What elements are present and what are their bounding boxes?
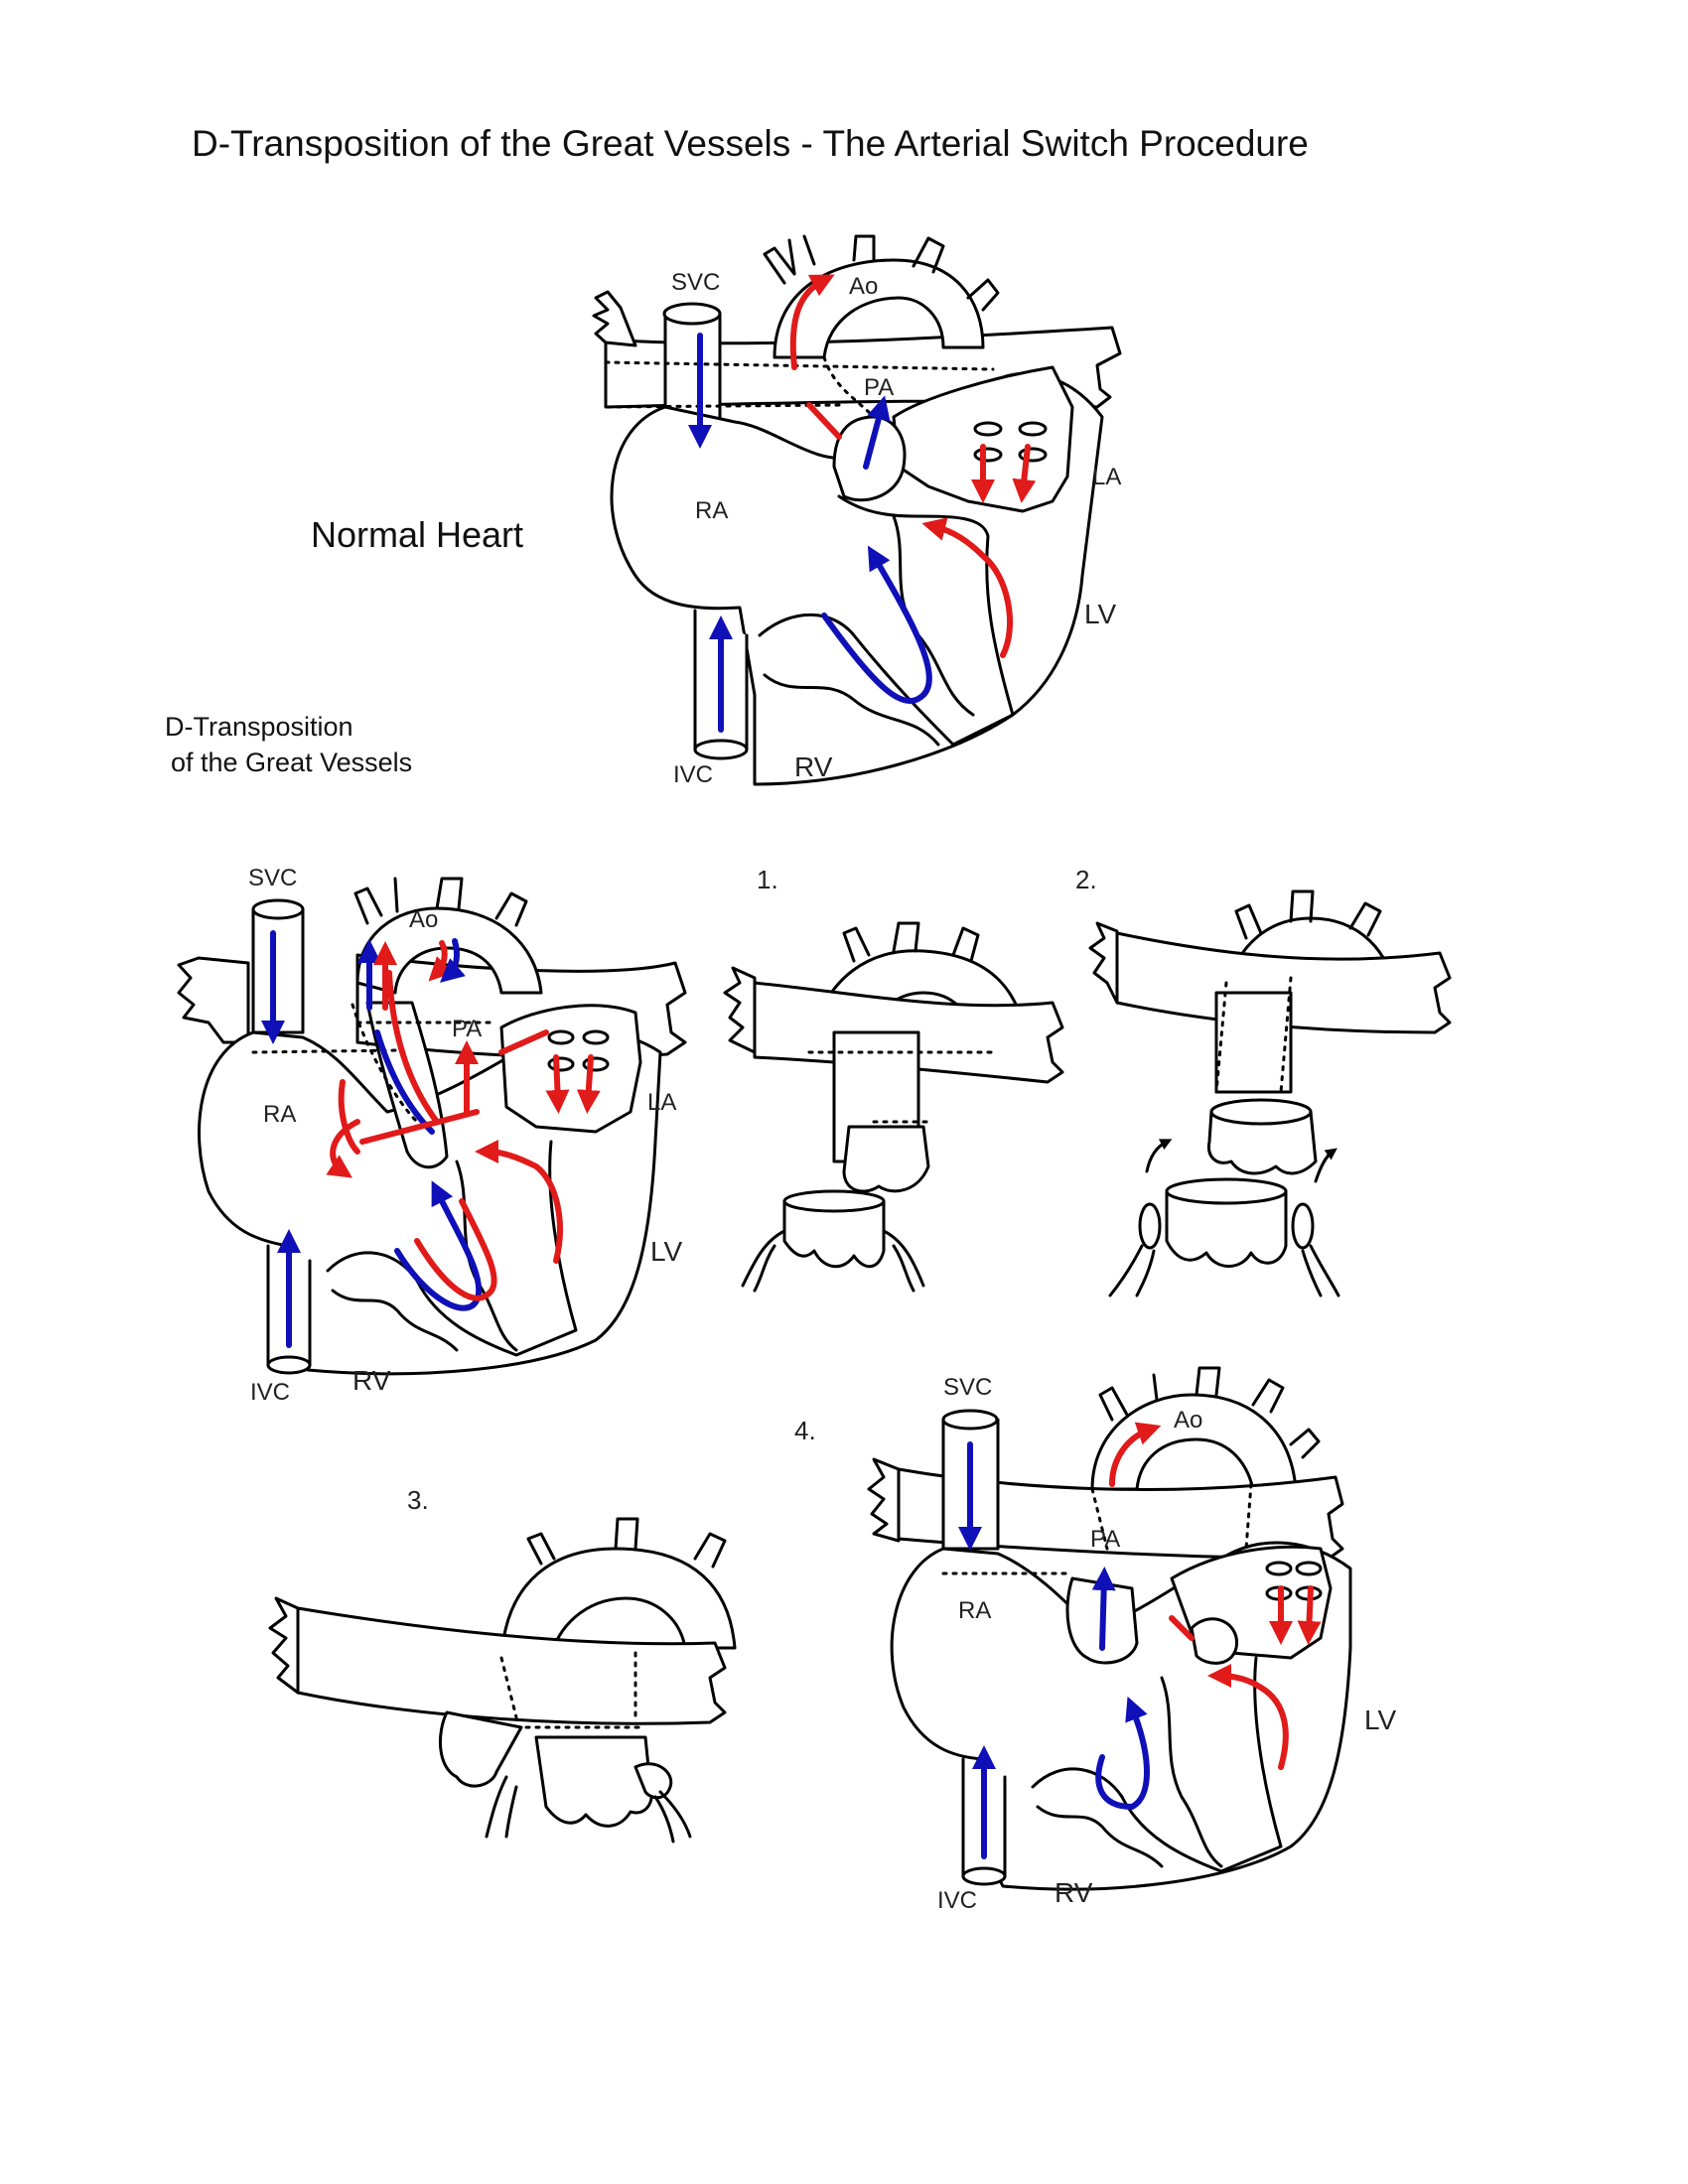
label-pa: PA — [864, 374, 894, 401]
step2-coronary-button-left — [1293, 1204, 1313, 1248]
label-ra: RA — [695, 497, 728, 524]
label-la: LA — [1092, 464, 1121, 490]
dtga-svc-tube — [253, 909, 303, 1032]
step3-neo-aorta-root — [536, 1737, 651, 1826]
label-ivc: IVC — [673, 761, 713, 788]
dtga-label-la: LA — [647, 1089, 676, 1116]
step-4-diagram: 4. — [794, 1368, 1396, 1914]
step3-reimplanted-pa — [440, 1712, 521, 1786]
dtga-label-svc: SVC — [248, 865, 297, 891]
dtga-label-pa: PA — [452, 1016, 482, 1042]
label-svc: SVC — [671, 269, 720, 296]
label-ao: Ao — [849, 273, 878, 300]
step4-label-rv: RV — [1055, 1877, 1093, 1908]
step4-coronary-patch — [1192, 1619, 1237, 1664]
step4-label-lv: LV — [1364, 1705, 1396, 1735]
step4-label-ivc: IVC — [937, 1887, 977, 1914]
dtga-label-lv: LV — [650, 1236, 682, 1267]
step1-pulmonary-valve — [844, 1127, 928, 1191]
step2-coronary-button-right — [1140, 1204, 1160, 1248]
dtga-label-ao: Ao — [409, 906, 438, 933]
step2-pulmonary-trunk — [1216, 993, 1291, 1092]
step-1-diagram: 1. — [725, 865, 1062, 1291]
step4-label-ao: Ao — [1174, 1407, 1202, 1433]
dtga-right-pulmonary-branches — [179, 958, 248, 1042]
step-2-number: 2. — [1075, 865, 1097, 894]
step4-label-svc: SVC — [943, 1374, 992, 1401]
right-pulmonary-branches — [594, 292, 635, 345]
step-2-diagram: 2. — [1075, 865, 1450, 1296]
dtga-heart-diagram: SVC Ao PA RA LA LV IVC RV — [179, 865, 685, 1406]
dtga-label-ra: RA — [263, 1101, 296, 1128]
normal-heart-diagram: SVC Ao PA RA LA LV IVC RV — [594, 236, 1121, 788]
dtga-label-ivc: IVC — [250, 1379, 290, 1406]
step-1-number: 1. — [757, 865, 778, 894]
step4-label-pa: PA — [1090, 1526, 1120, 1553]
step-3-number: 3. — [407, 1485, 429, 1515]
dtga-label-rv: RV — [352, 1365, 391, 1396]
svc-tube — [665, 314, 720, 422]
step-3-diagram: 3. — [270, 1485, 735, 1842]
label-rv: RV — [794, 751, 833, 782]
step4-label-ra: RA — [958, 1597, 991, 1624]
step-4-number: 4. — [794, 1416, 816, 1445]
label-lv: LV — [1084, 599, 1116, 629]
